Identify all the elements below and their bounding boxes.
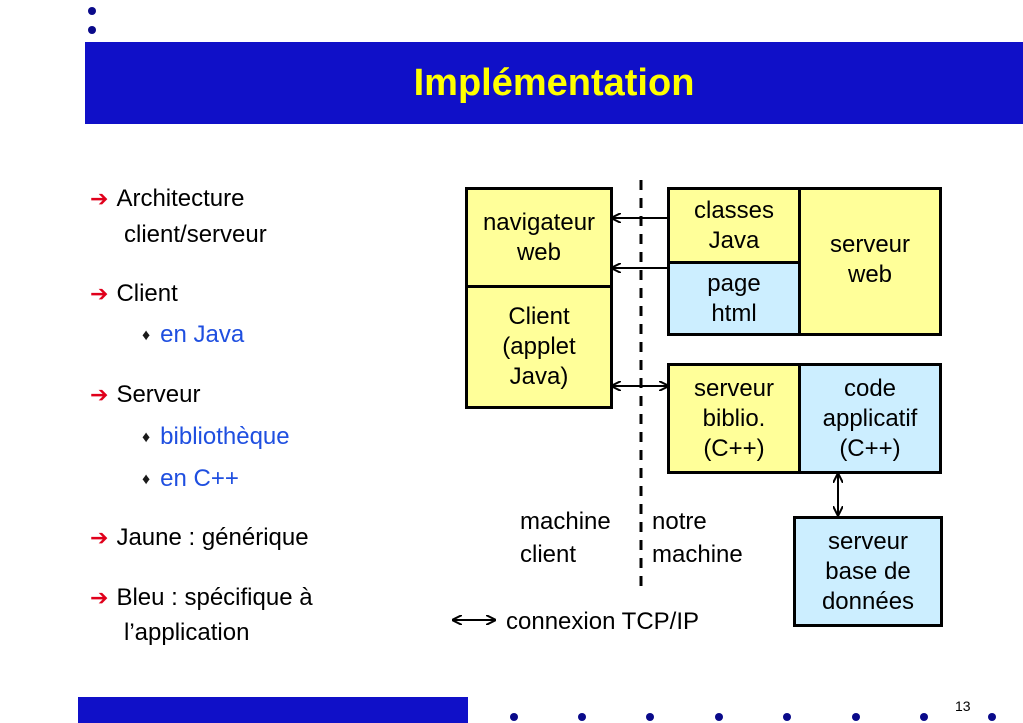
decor-dot [783, 713, 791, 721]
diamond-icon: ♦ [142, 327, 151, 344]
decor-dot [510, 713, 518, 721]
bullet-jaune: ➔Jaune : générique [90, 524, 309, 551]
decor-dot [852, 713, 860, 721]
decor-dot [88, 7, 96, 15]
sub-bullet-bibliotheque: ♦bibliothèque [142, 423, 290, 450]
decor-dot [988, 713, 996, 721]
arrow-icon: ➔ [90, 281, 109, 306]
arrow-icon: ➔ [90, 382, 109, 407]
page-number: 13 [955, 698, 971, 714]
decor-dot [578, 713, 586, 721]
bullet-bleu-cont: l’application [124, 619, 250, 646]
decor-dot [88, 26, 96, 34]
bullet-serveur: ➔Serveur [90, 381, 201, 408]
decor-dot [920, 713, 928, 721]
sub-bullet-cpp: ♦en C++ [142, 465, 239, 492]
decor-dot [646, 713, 654, 721]
bullet-client: ➔Client [90, 280, 178, 307]
title-bar [85, 42, 1023, 124]
arrow-icon: ➔ [90, 585, 109, 610]
bullet-architecture-cont: client/serveur [124, 221, 267, 248]
footer-bar [78, 697, 468, 723]
sub-bullet-java: ♦en Java [142, 321, 245, 348]
bullet-architecture: ➔Architecture [90, 185, 245, 212]
legend-label: connexion TCP/IP [506, 608, 699, 635]
decor-dot [715, 713, 723, 721]
arrow-icon: ➔ [90, 186, 109, 211]
bullet-bleu: ➔Bleu : spécifique à [90, 584, 313, 611]
page-title: Implémentation [413, 61, 695, 104]
diamond-icon: ♦ [142, 471, 151, 488]
diamond-icon: ♦ [142, 429, 151, 446]
arrow-icon: ➔ [90, 525, 109, 550]
